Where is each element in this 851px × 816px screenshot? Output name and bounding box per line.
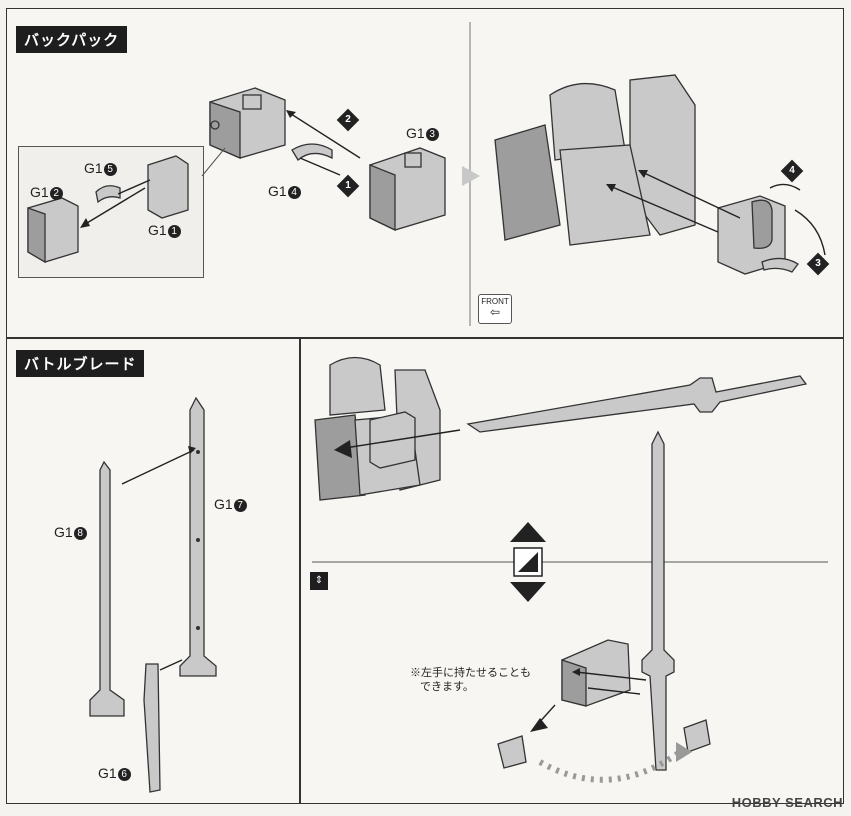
dotted-rotation-path xyxy=(538,749,682,783)
robot-with-blade xyxy=(314,356,441,501)
g1-8-part xyxy=(89,460,125,717)
label-text: G1 xyxy=(268,183,287,199)
backpack-block xyxy=(209,87,286,159)
number-badge: 7 xyxy=(233,499,247,512)
front-indicator: FRONT ⇦ xyxy=(478,294,512,324)
backpack-title: バックパック xyxy=(16,26,128,53)
label-text: G1 xyxy=(84,160,103,176)
g1-7-part xyxy=(179,396,217,677)
number-badge: 1 xyxy=(167,225,181,238)
large-blade xyxy=(466,375,808,433)
number-badge: 4 xyxy=(287,186,301,199)
next-triangle xyxy=(462,166,480,186)
g1-4-part xyxy=(291,143,333,161)
number-badge: 2 xyxy=(49,187,63,200)
g1-6-part xyxy=(143,663,161,793)
left-hand-toggle-icon: ⇕ xyxy=(310,572,328,590)
note-line-1: ※左手に持たせることも xyxy=(410,667,531,679)
left-hand-part xyxy=(561,639,631,707)
label-text: G1 xyxy=(148,222,167,238)
blade-title: バトルブレード xyxy=(16,350,145,377)
inset-parts xyxy=(27,155,189,264)
label-text: G1 xyxy=(406,125,425,141)
standing-blade xyxy=(641,430,675,771)
number-badge: 6 xyxy=(117,768,131,781)
hobby-search-watermark: HOBBY SEARCH xyxy=(731,795,843,810)
robot-backpack-attached xyxy=(494,74,799,275)
number-badge: 3 xyxy=(425,128,439,141)
label-text: G1 xyxy=(30,184,49,200)
g1-3-part xyxy=(369,147,446,232)
label-text: G1 xyxy=(98,765,117,781)
number-badge: 5 xyxy=(103,163,117,176)
note-line-2: できます。 xyxy=(420,681,474,693)
label-text: G1 xyxy=(54,524,73,540)
front-label: FRONT xyxy=(481,297,509,306)
swap-arrow-icon xyxy=(510,522,546,602)
backpack-parts-drawing xyxy=(27,74,826,275)
left-hand-note: ※左手に持たせることも できます。 xyxy=(410,666,531,694)
number-badge: 8 xyxy=(73,527,87,540)
front-arrow-icon: ⇦ xyxy=(489,305,501,319)
label-text: G1 xyxy=(214,496,233,512)
